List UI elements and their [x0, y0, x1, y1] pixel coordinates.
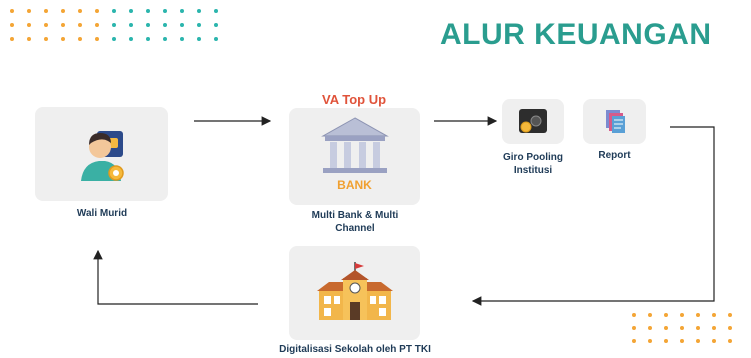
- digitalisasi-card: [289, 246, 420, 340]
- decorative-dot: [129, 37, 133, 41]
- decorative-dot: [648, 326, 652, 330]
- decorative-dot: [632, 339, 636, 343]
- page-title: ALUR KEUANGAN: [440, 18, 712, 51]
- school-building-icon: [317, 262, 393, 320]
- decorative-dot: [112, 37, 116, 41]
- report-label: Report: [598, 150, 631, 161]
- decorative-dot: [680, 313, 684, 317]
- decorative-dot: [146, 37, 150, 41]
- decorative-dot: [78, 9, 82, 13]
- decorative-dot: [728, 313, 732, 317]
- decorative-dot: [632, 313, 636, 317]
- bank-building-icon: [321, 117, 389, 173]
- decorative-dot: [163, 23, 167, 27]
- multi-bank-card: BANK: [289, 108, 420, 205]
- decorative-dot: [197, 9, 201, 13]
- decorative-dots-bottom: [632, 313, 744, 352]
- giro-label: Giro Pooling Institusi: [503, 152, 563, 176]
- decorative-dot: [180, 23, 184, 27]
- safe-icon: [519, 109, 547, 133]
- decorative-dot: [648, 339, 652, 343]
- decorative-dot: [146, 23, 150, 27]
- decorative-dot: [180, 9, 184, 13]
- decorative-dot: [44, 37, 48, 41]
- digitalisasi-label: Digitalisasi Sekolah oleh PT TKI: [279, 344, 431, 355]
- decorative-dot: [112, 9, 116, 13]
- decorative-dot: [712, 326, 716, 330]
- decorative-dot: [129, 9, 133, 13]
- decorative-dot: [712, 313, 716, 317]
- decorative-dot: [27, 9, 31, 13]
- decorative-dot: [163, 9, 167, 13]
- decorative-dot: [696, 313, 700, 317]
- decorative-dot: [180, 37, 184, 41]
- decorative-dot: [163, 37, 167, 41]
- wali-murid-label: Wali Murid: [76, 208, 128, 219]
- wali-murid-card: [35, 107, 168, 201]
- decorative-dot: [680, 326, 684, 330]
- decorative-dot: [112, 23, 116, 27]
- giro-card: [502, 99, 564, 144]
- parent-avatar-icon: [81, 131, 124, 181]
- decorative-dot: [146, 9, 150, 13]
- decorative-dot: [712, 339, 716, 343]
- decorative-dot: [78, 37, 82, 41]
- decorative-dot: [61, 23, 65, 27]
- decorative-dot: [648, 313, 652, 317]
- decorative-dot: [10, 9, 14, 13]
- decorative-dot: [95, 9, 99, 13]
- decorative-dot: [44, 9, 48, 13]
- decorative-dots-top: [10, 9, 231, 51]
- decorative-dot: [664, 339, 668, 343]
- decorative-dot: [696, 339, 700, 343]
- decorative-dot: [197, 23, 201, 27]
- report-stack-icon: [606, 110, 625, 133]
- decorative-dot: [95, 23, 99, 27]
- decorative-dot: [680, 339, 684, 343]
- decorative-dot: [664, 326, 668, 330]
- decorative-dot: [10, 37, 14, 41]
- bank-icon-text: BANK: [337, 178, 372, 192]
- decorative-dot: [728, 326, 732, 330]
- decorative-dot: [214, 37, 218, 41]
- report-card: [583, 99, 646, 144]
- arrow-right-loop: [471, 126, 715, 306]
- decorative-dot: [95, 37, 99, 41]
- decorative-dot: [78, 23, 82, 27]
- decorative-dot: [214, 23, 218, 27]
- decorative-dot: [664, 313, 668, 317]
- decorative-dot: [61, 9, 65, 13]
- decorative-dot: [129, 23, 133, 27]
- decorative-dot: [44, 23, 48, 27]
- decorative-dot: [728, 339, 732, 343]
- decorative-dot: [214, 9, 218, 13]
- decorative-dot: [10, 23, 14, 27]
- decorative-dot: [696, 326, 700, 330]
- arrow-digital-to-wali: [93, 249, 258, 305]
- decorative-dot: [632, 326, 636, 330]
- multi-bank-label: Multi Bank & Multi Channel: [311, 210, 399, 234]
- decorative-dot: [27, 23, 31, 27]
- decorative-dot: [27, 37, 31, 41]
- decorative-dot: [61, 37, 65, 41]
- va-top-up-label: VA Top Up: [322, 92, 387, 107]
- decorative-dot: [197, 37, 201, 41]
